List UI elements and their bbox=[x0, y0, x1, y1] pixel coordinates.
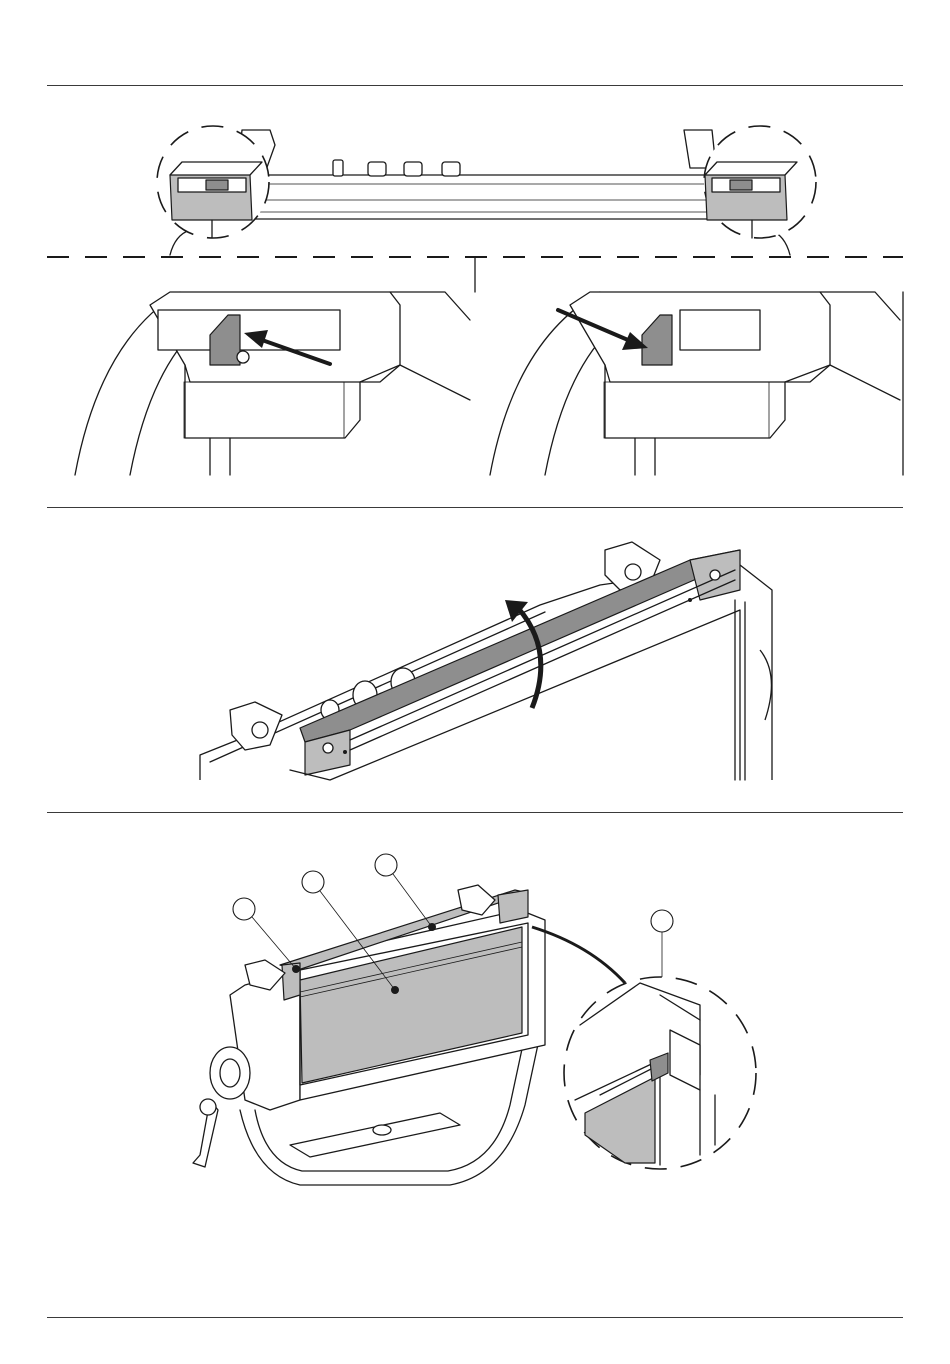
zoom-detail-circle bbox=[564, 977, 756, 1169]
callout-circle-icon-2 bbox=[302, 871, 324, 893]
filter-illustration bbox=[0, 845, 950, 1190]
dashed-detail-circle-icon-left bbox=[157, 126, 269, 238]
separator-rule-2 bbox=[47, 812, 903, 813]
separator-rule-top bbox=[47, 85, 903, 86]
callout-circle-icon-3 bbox=[375, 854, 397, 876]
callout-circle-icon-1 bbox=[233, 898, 255, 920]
separator-rule-bottom bbox=[47, 1317, 903, 1318]
figure-rail-rotate bbox=[0, 530, 950, 790]
latch-detail-right bbox=[490, 292, 903, 475]
latch-detail-left bbox=[75, 292, 470, 475]
dashed-detail-circle-icon-right bbox=[704, 126, 816, 238]
callout-circle-icon-4 bbox=[651, 910, 673, 932]
figure-filter-installed bbox=[0, 845, 950, 1190]
separator-rule-1 bbox=[47, 507, 903, 508]
rail-illustration bbox=[0, 530, 950, 790]
figure-latch-release bbox=[0, 120, 950, 490]
latch-illustration bbox=[0, 120, 950, 490]
